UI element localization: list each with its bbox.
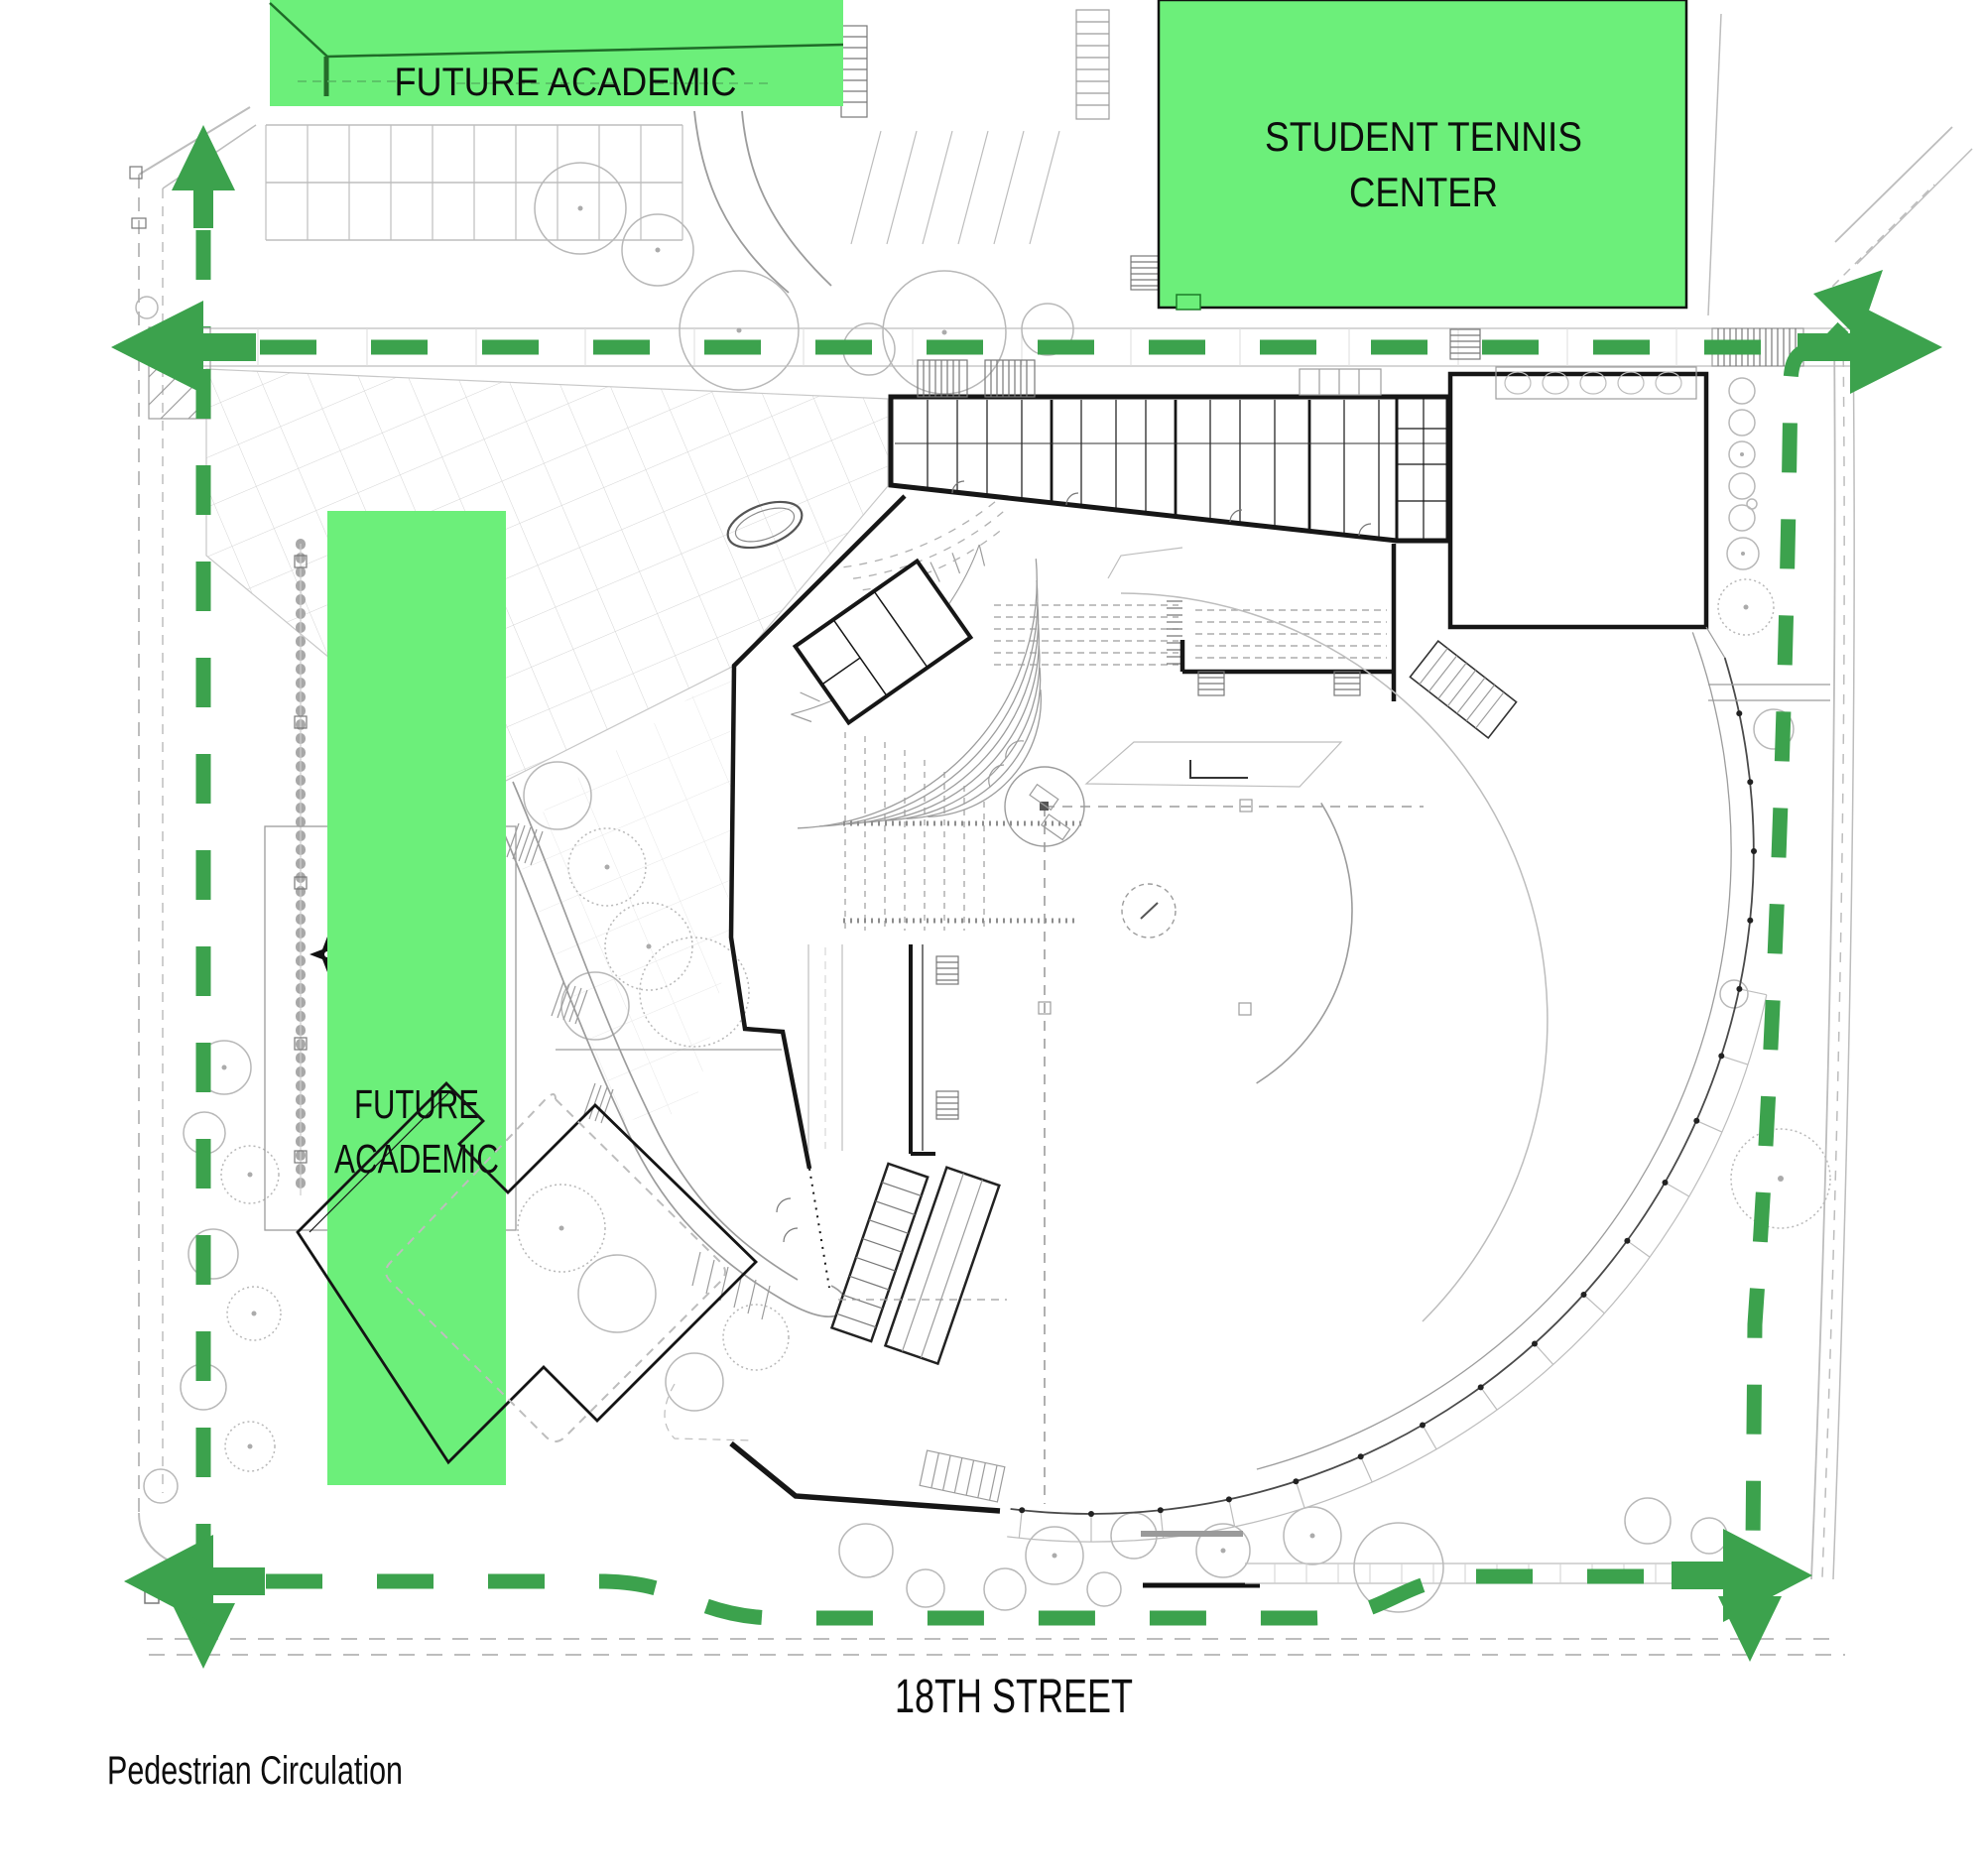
future-academic-top-block bbox=[270, 0, 843, 106]
arrow-top-left bbox=[111, 301, 203, 394]
future-academic-top-label: FUTURE ACADEMIC bbox=[395, 61, 737, 104]
east-practice-building bbox=[1447, 371, 1709, 630]
diamond-building bbox=[296, 1081, 758, 1465]
program-blocks: FUTURE ACADEMIC STUDENT TENNIS CENTER FU… bbox=[269, 0, 1688, 1485]
arrow-right-down bbox=[1718, 1596, 1782, 1662]
student-tennis-label-line1: STUDENT TENNIS bbox=[1265, 113, 1582, 160]
arrow-left-up bbox=[172, 125, 235, 190]
west-wall bbox=[728, 494, 907, 1170]
arrow-top-right bbox=[1850, 301, 1942, 394]
top-walkway bbox=[203, 327, 1853, 367]
diamond-path-loop bbox=[385, 1093, 726, 1442]
west-stand bbox=[556, 944, 959, 1156]
southwest-buildings bbox=[664, 1162, 1260, 1588]
grandstand-bowl bbox=[791, 496, 1081, 931]
concourse-building bbox=[888, 359, 1451, 544]
circulation-right-line bbox=[1745, 339, 1824, 1545]
future-academic-left-label-line1: FUTURE bbox=[354, 1081, 479, 1127]
press-building bbox=[792, 558, 974, 726]
arrow-left-down bbox=[172, 1603, 235, 1669]
student-tennis-center-block bbox=[1157, 0, 1688, 310]
pedestrian-circulation-lines bbox=[111, 125, 1942, 1669]
future-academic-left-label-line2: ACADEMIC bbox=[334, 1136, 499, 1182]
street-label: 18TH STREET bbox=[895, 1671, 1133, 1723]
arrow-bottom-left bbox=[124, 1535, 213, 1628]
plaza-oval bbox=[726, 500, 804, 550]
site-boundary-lines bbox=[129, 106, 1973, 1656]
trees bbox=[135, 162, 1831, 1613]
tennis-court-strip bbox=[1075, 9, 1697, 400]
parking-lot bbox=[265, 124, 683, 241]
small-green-marker bbox=[1176, 294, 1201, 311]
student-tennis-label-line2: CENTER bbox=[1349, 169, 1498, 215]
plaza-paving bbox=[205, 368, 889, 1121]
south-wall bbox=[729, 1440, 1001, 1514]
hedge-row bbox=[294, 539, 308, 1200]
circulation-bottom-line bbox=[266, 1568, 1674, 1626]
east-grandstand bbox=[994, 544, 1518, 788]
page-title: Pedestrian Circulation bbox=[107, 1749, 403, 1793]
entrance-drive bbox=[693, 13, 1722, 316]
baseball-field bbox=[988, 547, 1549, 1504]
stadium-complex bbox=[556, 9, 1830, 1588]
future-academic-left-block bbox=[327, 511, 506, 1485]
outfield-concourse-arc bbox=[1007, 626, 1830, 1543]
arrow-ne-bent bbox=[1813, 270, 1883, 339]
